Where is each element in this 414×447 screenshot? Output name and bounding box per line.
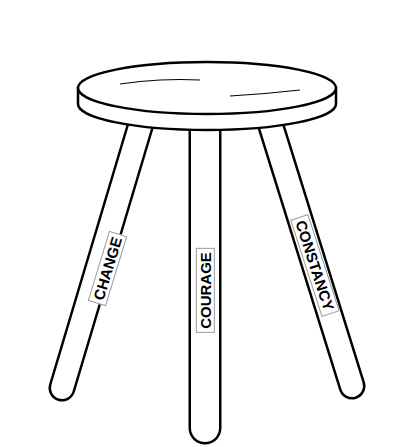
leg-fill	[62, 110, 145, 388]
leg-outline	[189, 110, 222, 428]
leg-fill	[266, 110, 352, 386]
wood-grain	[230, 90, 300, 96]
leg-outline	[62, 110, 145, 388]
stool-legs	[62, 110, 352, 428]
leg-outline	[266, 110, 352, 386]
leg-fill	[191, 110, 219, 428]
leg-label: COURAGE	[195, 248, 214, 333]
seat-top	[78, 62, 336, 114]
wood-grain	[120, 80, 200, 85]
